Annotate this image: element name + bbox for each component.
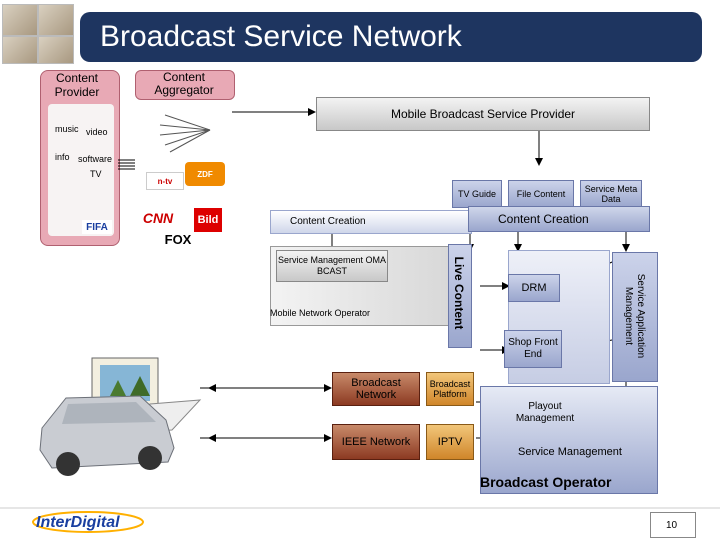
header-photo-2 <box>38 4 74 36</box>
content-aggregator-label: Content Aggregator <box>154 70 214 97</box>
live-content-label: Live Content <box>452 256 466 330</box>
broadcast-operator-label: Broadcast Operator <box>480 474 612 490</box>
drm-label: DRM <box>521 282 547 294</box>
service-provider-label: Mobile Broadcast Service Provider <box>390 107 576 121</box>
service-management-bottom-label: Service Management <box>518 446 622 458</box>
logo-fox: FOX <box>162 230 194 248</box>
service-management-oma-box: Service Management OMA BCAST <box>276 250 388 282</box>
shop-front-end-label: Shop Front End <box>508 337 558 360</box>
tv-guide-box: TV Guide <box>452 180 502 208</box>
content-type-music: music <box>55 124 79 134</box>
iptv-box: IPTV <box>426 424 474 460</box>
ieee-network-box: IEEE Network <box>332 424 420 460</box>
aggregator-rays <box>159 114 211 153</box>
tv-guide-label: TV Guide <box>457 189 497 199</box>
content-creation-right-box <box>468 206 650 232</box>
content-type-tv: TV <box>90 169 102 179</box>
broadcast-platform-box: Broadcast Platform <box>426 372 474 406</box>
content-aggregator-panel <box>135 70 235 100</box>
interdigital-logo-mark <box>32 511 144 533</box>
logo-ntv: n-tv <box>146 172 184 190</box>
content-type-icons <box>48 104 114 236</box>
content-type-software: software <box>78 154 113 164</box>
playout-management-label: Playout Management <box>515 401 575 424</box>
drm-box: DRM <box>508 274 560 302</box>
car-illustration <box>39 395 175 476</box>
shop-front-end-box: Shop Front End <box>504 330 562 368</box>
broadcast-network-label: Broadcast Network <box>351 377 401 401</box>
live-content-box <box>448 244 472 348</box>
logo-fifa: FIFA <box>82 220 112 234</box>
logo-zdf: ZDF <box>185 162 225 186</box>
logo-bild: Bild <box>194 208 222 232</box>
page-number: 10 <box>666 520 678 531</box>
header-photo-4 <box>38 36 74 64</box>
service-app-mgmt-label: Service Application Management <box>623 273 646 359</box>
content-creation-right-label: Content Creation <box>498 212 589 226</box>
service-provider-box: Mobile Broadcast Service Provider <box>316 97 650 131</box>
header-photo-1 <box>2 4 38 36</box>
service-meta-data-box: Service Meta Data <box>580 180 642 208</box>
logo-cnn: CNN <box>140 208 176 228</box>
service-management-oma-label: Service Management OMA BCAST <box>277 255 387 276</box>
broadcast-platform-label: Broadcast Platform <box>429 379 471 399</box>
page-number-box <box>650 512 696 538</box>
iptv-label: IPTV <box>437 436 463 448</box>
content-creation-left-label: Content Creation <box>290 216 366 227</box>
content-creation-left-box <box>270 210 472 234</box>
content-type-info: info <box>55 152 70 162</box>
ieee-network-label: IEEE Network <box>341 436 411 448</box>
content-provider-label: Content Provider <box>54 71 100 99</box>
title-bar: Broadcast Service Network <box>80 12 702 62</box>
mobile-network-operator-label: Mobile Network Operator <box>270 308 371 318</box>
file-content-label: File Content <box>516 189 566 199</box>
slide-title: Broadcast Service Network <box>100 20 462 53</box>
header-photo-3 <box>2 36 38 64</box>
content-type-video: video <box>86 127 108 137</box>
file-content-box: File Content <box>508 180 574 208</box>
broadcast-operator-panel <box>480 386 658 494</box>
service-meta-data-label: Service Meta Data <box>584 184 638 204</box>
service-app-mgmt-box <box>612 252 658 382</box>
broadcast-network-box: Broadcast Network <box>332 372 420 406</box>
interdigital-logo: InterDigital <box>36 514 120 531</box>
